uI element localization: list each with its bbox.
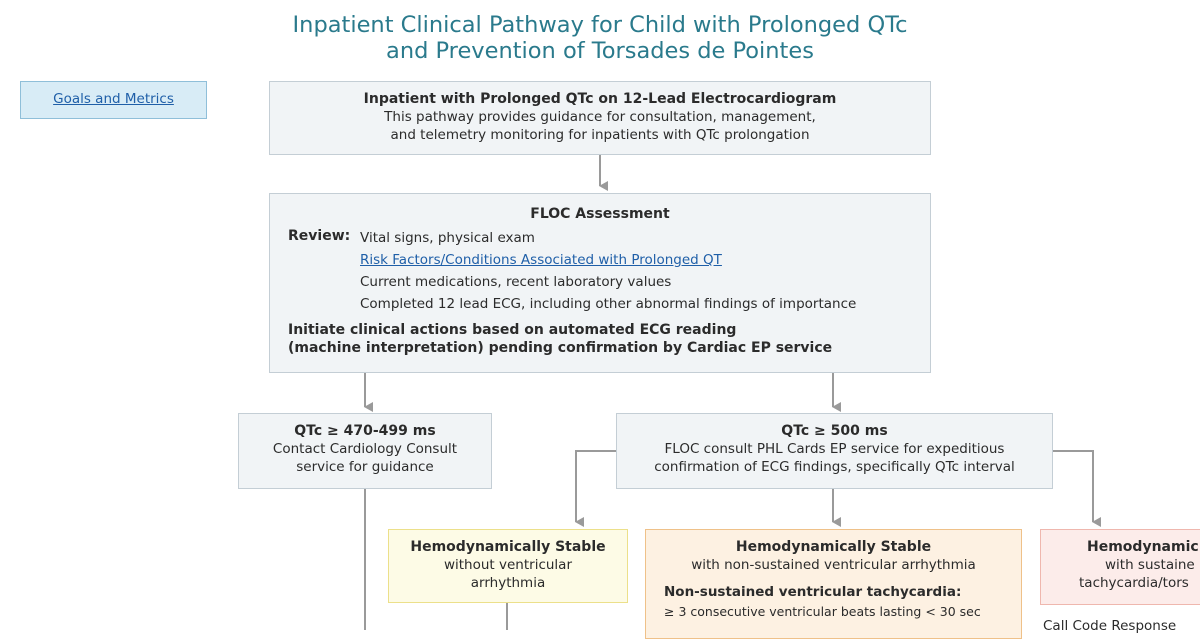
stable-no-arrhythmia-box: Hemodynamically Stable without ventricul… [388, 529, 628, 603]
stable-no-arrhythmia-line-2: arrhythmia [470, 575, 546, 591]
risk-factors-link[interactable]: Risk Factors/Conditions Associated with … [360, 252, 722, 268]
unstable-heading: Hemodynamic [1087, 539, 1199, 555]
title-line-2: and Prevention of Torsades de Pointes [386, 38, 814, 64]
stable-no-arrhythmia-heading: Hemodynamically Stable [410, 539, 606, 555]
qtc-500-heading: QTc ≥ 500 ms [781, 423, 888, 439]
review-item-3: Current medications, recent laboratory v… [360, 274, 672, 290]
unstable-line-1: with sustaine [1105, 557, 1195, 573]
top-box: Inpatient with Prolonged QTc on 12-Lead … [269, 81, 931, 155]
pathway-title: Inpatient Clinical Pathway for Child wit… [0, 12, 1200, 64]
arrow-500-to-stable-no-arrhythmia [575, 450, 616, 527]
goals-metrics-box[interactable]: Goals and Metrics [20, 81, 207, 119]
qtc-500-line-2: confirmation of ECG findings, specifical… [654, 459, 1015, 475]
call-code-response: Call Code Response [1043, 618, 1177, 634]
arrow-500-to-unstable [1053, 450, 1101, 527]
qtc-470-heading: QTc ≥ 470-499 ms [294, 423, 436, 439]
review-item-1: Vital signs, physical exam [360, 230, 535, 246]
stable-nonsustained-heading: Hemodynamically Stable [735, 539, 932, 555]
unstable-box: Hemodynamic with sustaine tachycardia/to… [1040, 529, 1200, 605]
nonsustained-vt-heading: Non-sustained ventricular tachycardia: [664, 584, 962, 600]
review-label: Review: [288, 228, 351, 244]
review-item-4: Completed 12 lead ECG, including other a… [360, 296, 857, 312]
qtc-470-box: QTc ≥ 470-499 ms Contact Cardiology Cons… [238, 413, 492, 489]
stable-no-arrhythmia-line-1: without ventricular [443, 557, 573, 573]
qtc-500-line-1: FLOC consult PHL Cards EP service for ex… [664, 441, 1005, 457]
top-box-line-2: and telemetry monitoring for inpatients … [390, 127, 810, 143]
nonsustained-vt-definition: ≥ 3 consecutive ventricular beats lastin… [664, 604, 981, 619]
floc-action-line-1: Initiate clinical actions based on autom… [288, 322, 737, 338]
top-box-line-1: This pathway provides guidance for consu… [384, 109, 816, 125]
stable-nonsustained-box: Hemodynamically Stable with non-sustaine… [645, 529, 1022, 639]
top-box-heading: Inpatient with Prolonged QTc on 12-Lead … [363, 91, 837, 107]
floc-action-line-2: (machine interpretation) pending confirm… [288, 340, 833, 356]
qtc-470-line-1: Contact Cardiology Consult [272, 441, 458, 457]
floc-assessment-box: FLOC Assessment Review: Vital signs, phy… [269, 193, 931, 373]
title-line-1: Inpatient Clinical Pathway for Child wit… [292, 12, 908, 38]
goals-metrics-link[interactable]: Goals and Metrics [53, 91, 174, 107]
qtc-470-line-2: service for guidance [296, 459, 434, 475]
unstable-line-2: tachycardia/tors [1079, 575, 1189, 591]
stable-nonsustained-line-1: with non-sustained ventricular arrhythmi… [691, 557, 976, 573]
floc-heading: FLOC Assessment [530, 206, 670, 222]
qtc-500-box: QTc ≥ 500 ms FLOC consult PHL Cards EP s… [616, 413, 1053, 489]
